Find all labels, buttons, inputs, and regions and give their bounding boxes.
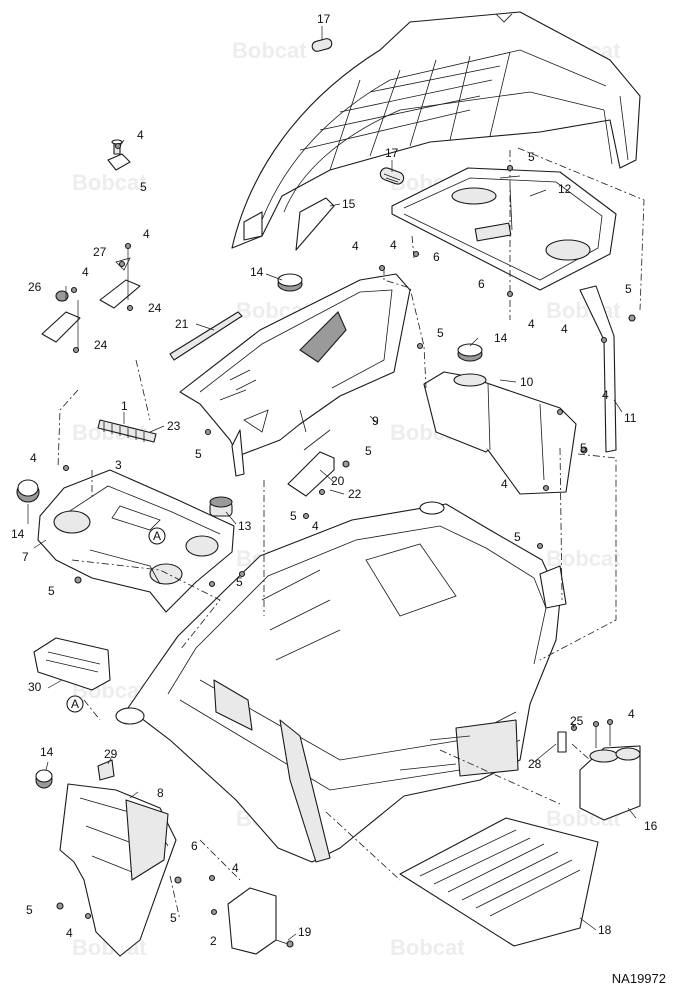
part-1-grille bbox=[97, 419, 157, 443]
part-label-5: 5 bbox=[26, 903, 33, 917]
part-label-5: 5 bbox=[514, 530, 521, 544]
part-16-holder bbox=[557, 722, 641, 821]
part-label-28: 28 bbox=[528, 757, 542, 771]
part-label-4: 4 bbox=[352, 239, 359, 253]
part-label-4: 4 bbox=[602, 388, 609, 402]
part-label-4: 4 bbox=[137, 128, 144, 142]
part-label-6: 6 bbox=[433, 250, 440, 264]
part-label-14: 14 bbox=[40, 745, 54, 759]
part-12-roof-liner bbox=[391, 167, 617, 291]
part-label-9: 9 bbox=[372, 414, 379, 428]
part-14-caps bbox=[16, 273, 483, 789]
part-17-lamp bbox=[311, 38, 405, 185]
part-labels: 17 17 4 5 5 12 15 4 27 4 26 24 24 4 4 6 … bbox=[11, 12, 658, 948]
part-label-14: 14 bbox=[250, 265, 264, 279]
fasteners bbox=[56, 142, 636, 948]
cab-roof bbox=[231, 11, 641, 249]
part-label-23: 23 bbox=[167, 419, 181, 433]
part-19-panel bbox=[227, 887, 289, 955]
callout-a: A A bbox=[66, 527, 166, 713]
part-8-lower-panel bbox=[59, 759, 177, 957]
part-label-17: 17 bbox=[385, 146, 399, 160]
part-label-5: 5 bbox=[140, 180, 147, 194]
part-30-tray bbox=[33, 637, 111, 691]
part-10-right-console bbox=[423, 371, 577, 495]
part-label-18: 18 bbox=[598, 923, 612, 937]
part-label-27: 27 bbox=[93, 245, 107, 259]
part-label-5: 5 bbox=[625, 282, 632, 296]
part-9-left-console bbox=[179, 273, 411, 477]
part-label-4: 4 bbox=[628, 707, 635, 721]
watermark-text: Bobcat bbox=[546, 298, 621, 323]
part-20-bracket bbox=[287, 429, 335, 497]
part-label-13: 13 bbox=[238, 519, 252, 533]
part-label-25: 25 bbox=[570, 714, 584, 728]
watermark-text: Bobcat bbox=[232, 38, 307, 63]
part-label-14: 14 bbox=[494, 331, 508, 345]
part-label-4: 4 bbox=[528, 317, 535, 331]
part-label-5: 5 bbox=[195, 447, 202, 461]
part-label-8: 8 bbox=[157, 786, 164, 800]
part-label-21: 21 bbox=[175, 317, 189, 331]
part-label-4: 4 bbox=[312, 519, 319, 533]
part-label-5: 5 bbox=[580, 441, 587, 455]
part-label-4: 4 bbox=[143, 227, 150, 241]
part-label-3: 3 bbox=[115, 458, 122, 472]
part-label-26: 26 bbox=[28, 280, 42, 294]
callout-a-label: A bbox=[153, 529, 161, 543]
part-label-19: 19 bbox=[298, 925, 312, 939]
part-label-4: 4 bbox=[82, 265, 89, 279]
part-label-5: 5 bbox=[437, 326, 444, 340]
part-label-4: 4 bbox=[501, 477, 508, 491]
part-24-brackets bbox=[41, 244, 141, 350]
part-label-4: 4 bbox=[66, 926, 73, 940]
part-label-4: 4 bbox=[390, 238, 397, 252]
leader-lines bbox=[27, 26, 637, 941]
watermark-text: Bobcat bbox=[390, 935, 465, 960]
part-label-24: 24 bbox=[148, 301, 162, 315]
part-label-5: 5 bbox=[170, 911, 177, 925]
part-label-15: 15 bbox=[342, 197, 356, 211]
part-label-6: 6 bbox=[478, 277, 485, 291]
assembly-lines bbox=[57, 147, 645, 921]
part-label-4: 4 bbox=[232, 861, 239, 875]
part-label-5: 5 bbox=[290, 509, 297, 523]
part-label-11: 11 bbox=[624, 411, 637, 425]
part-label-20: 20 bbox=[331, 474, 345, 488]
part-21-strip bbox=[169, 311, 243, 361]
part-7-front-panel bbox=[37, 469, 235, 613]
part-label-29: 29 bbox=[104, 747, 118, 761]
part-label-5: 5 bbox=[48, 584, 55, 598]
part-label-22: 22 bbox=[348, 487, 362, 501]
part-label-5: 5 bbox=[236, 575, 243, 589]
diagram-id-label: NA19972 bbox=[611, 971, 666, 986]
part-label-1: 1 bbox=[121, 399, 128, 413]
part-label-5: 5 bbox=[528, 150, 535, 164]
watermark-text: Bobcat bbox=[72, 170, 147, 195]
part-13-knob bbox=[209, 496, 233, 517]
part-label-17: 17 bbox=[317, 12, 331, 26]
part-18-floor-mat bbox=[399, 817, 599, 947]
part-label-16: 16 bbox=[644, 819, 658, 833]
part-label-14: 14 bbox=[11, 527, 25, 541]
part-label-30: 30 bbox=[28, 680, 42, 694]
part-label-4: 4 bbox=[561, 322, 568, 336]
callout-a-label: A bbox=[71, 697, 79, 711]
part-label-24: 24 bbox=[94, 338, 108, 352]
part-label-10: 10 bbox=[520, 375, 534, 389]
cab-frame bbox=[115, 501, 567, 863]
part-label-5: 5 bbox=[365, 444, 372, 458]
part-15-trim bbox=[243, 197, 335, 251]
part-label-2: 2 bbox=[210, 934, 217, 948]
part-label-7: 7 bbox=[22, 550, 29, 564]
part-label-12: 12 bbox=[558, 182, 572, 196]
part-label-6: 6 bbox=[191, 839, 198, 853]
part-label-4: 4 bbox=[30, 451, 37, 465]
